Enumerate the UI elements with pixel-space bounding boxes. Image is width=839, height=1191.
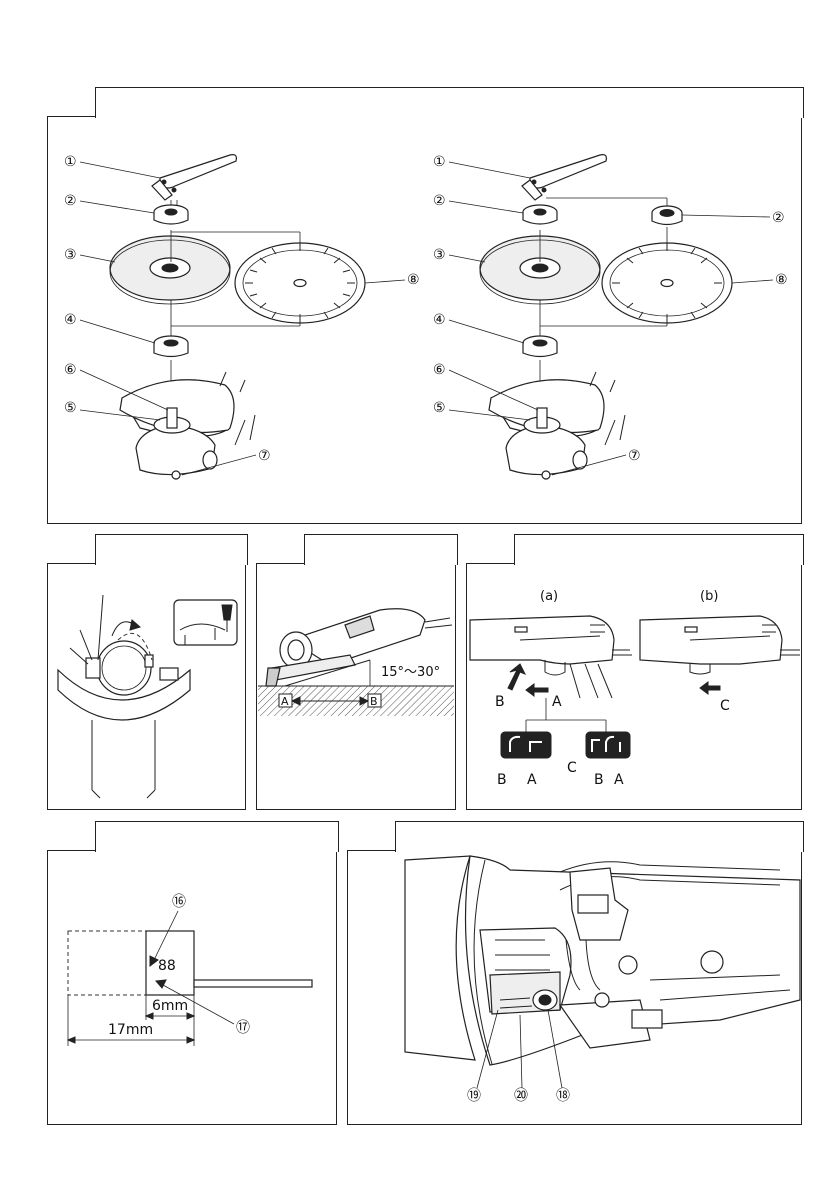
callout-20: ⑳ <box>514 1088 528 1104</box>
callout-19: ⑲ <box>467 1088 481 1104</box>
callout-18: ⑱ <box>556 1088 570 1104</box>
